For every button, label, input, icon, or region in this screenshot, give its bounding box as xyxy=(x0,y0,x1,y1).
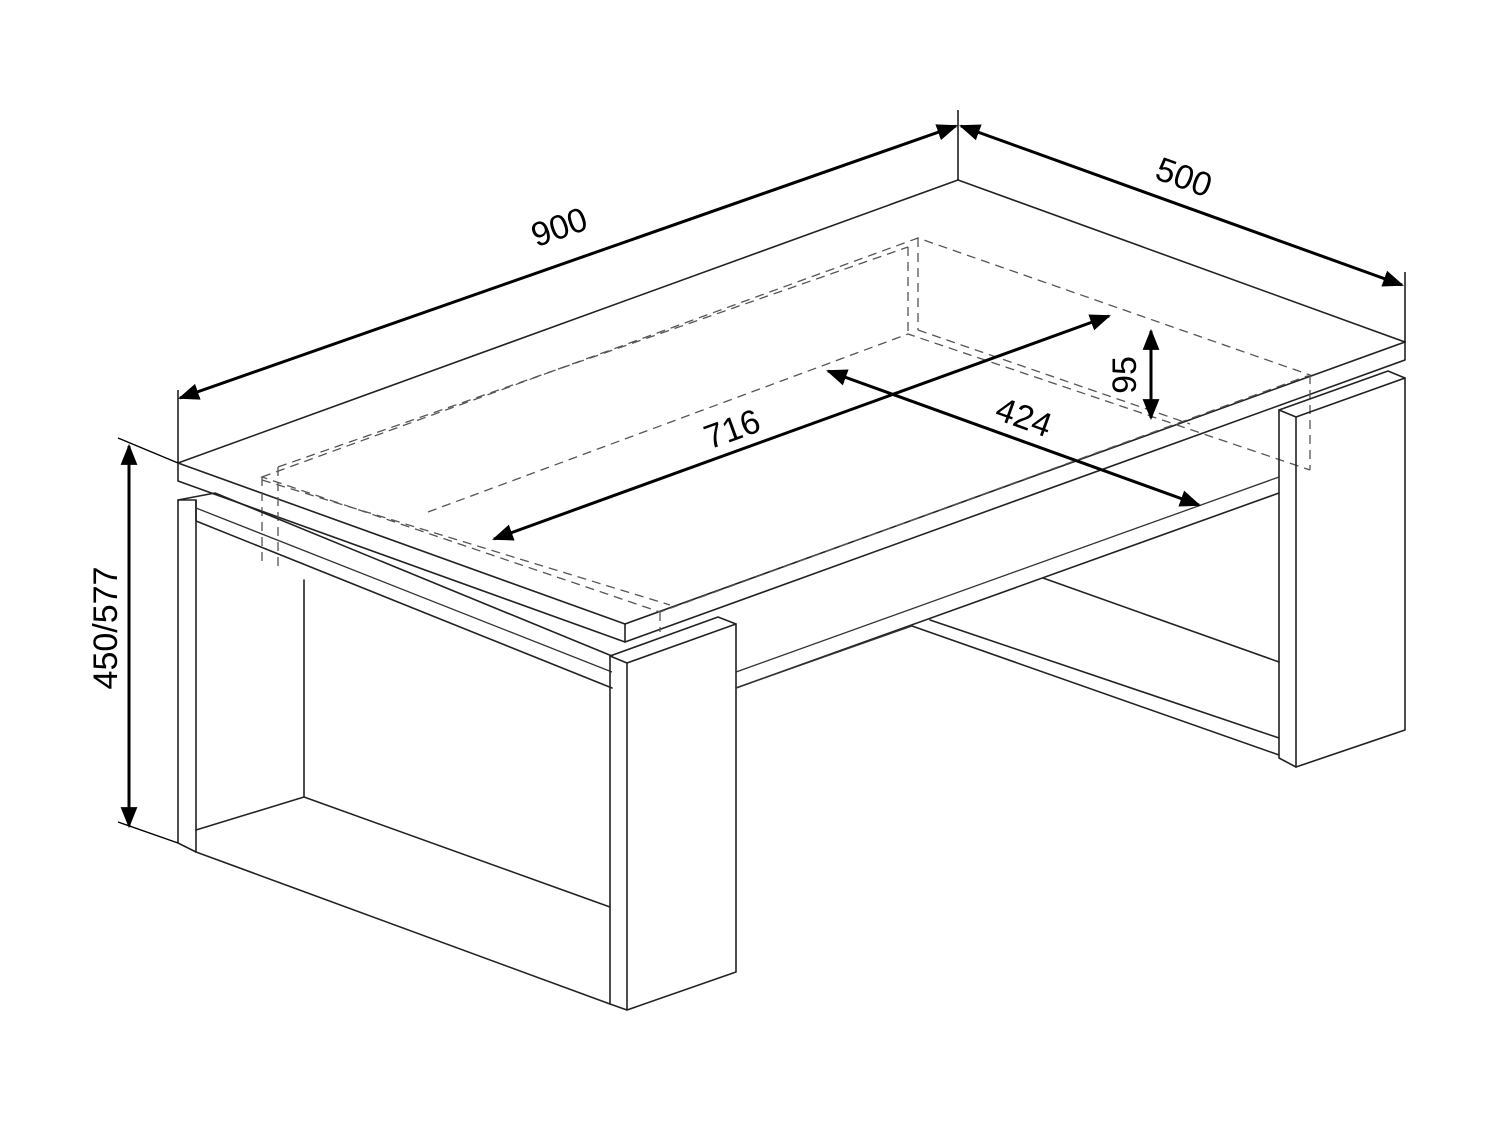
left-frame xyxy=(177,492,613,1005)
inner-depth-arrow xyxy=(826,369,1201,507)
left-frame-bottom-rail xyxy=(195,796,611,908)
rear-leg-side xyxy=(1278,409,1297,768)
inner-length-label: 716 xyxy=(699,402,765,457)
table-top-front-edge xyxy=(177,462,626,643)
connecting-rails xyxy=(735,476,1280,756)
front-leg-top xyxy=(609,616,737,657)
length-arrow xyxy=(178,124,958,400)
inner-length-arrow xyxy=(492,314,1111,541)
depth-arrow xyxy=(959,124,1404,287)
inner-height-label: 95 xyxy=(1106,356,1144,394)
rear-leg-top xyxy=(1278,370,1406,411)
length-label: 900 xyxy=(526,200,592,255)
rear-leg xyxy=(1278,370,1406,768)
left-frame-outer-post xyxy=(177,499,197,853)
dimension-length: 900 xyxy=(177,110,959,463)
dimension-inner-height: 95 xyxy=(1106,328,1160,421)
inner-depth-label: 424 xyxy=(991,390,1057,445)
table-top-surface xyxy=(177,179,1406,625)
left-frame-top-rail xyxy=(195,499,613,689)
front-leg-side xyxy=(609,655,628,1011)
table-top-right-edge xyxy=(624,341,1406,643)
left-frame-bottom-edge xyxy=(195,851,611,1005)
dimension-height: 450/577 xyxy=(87,437,179,844)
lower-rail-top xyxy=(1042,577,1280,663)
front-leg-face xyxy=(626,623,737,1011)
left-frame-top-back xyxy=(177,492,613,657)
height-label: 450/577 xyxy=(87,567,125,690)
dimension-depth: 500 xyxy=(959,124,1406,342)
table-top xyxy=(177,179,1406,643)
rear-leg-face xyxy=(1295,377,1406,768)
hidden-lift-box xyxy=(260,237,1312,632)
front-leg xyxy=(609,616,737,1011)
lower-rail-back xyxy=(911,625,1280,756)
